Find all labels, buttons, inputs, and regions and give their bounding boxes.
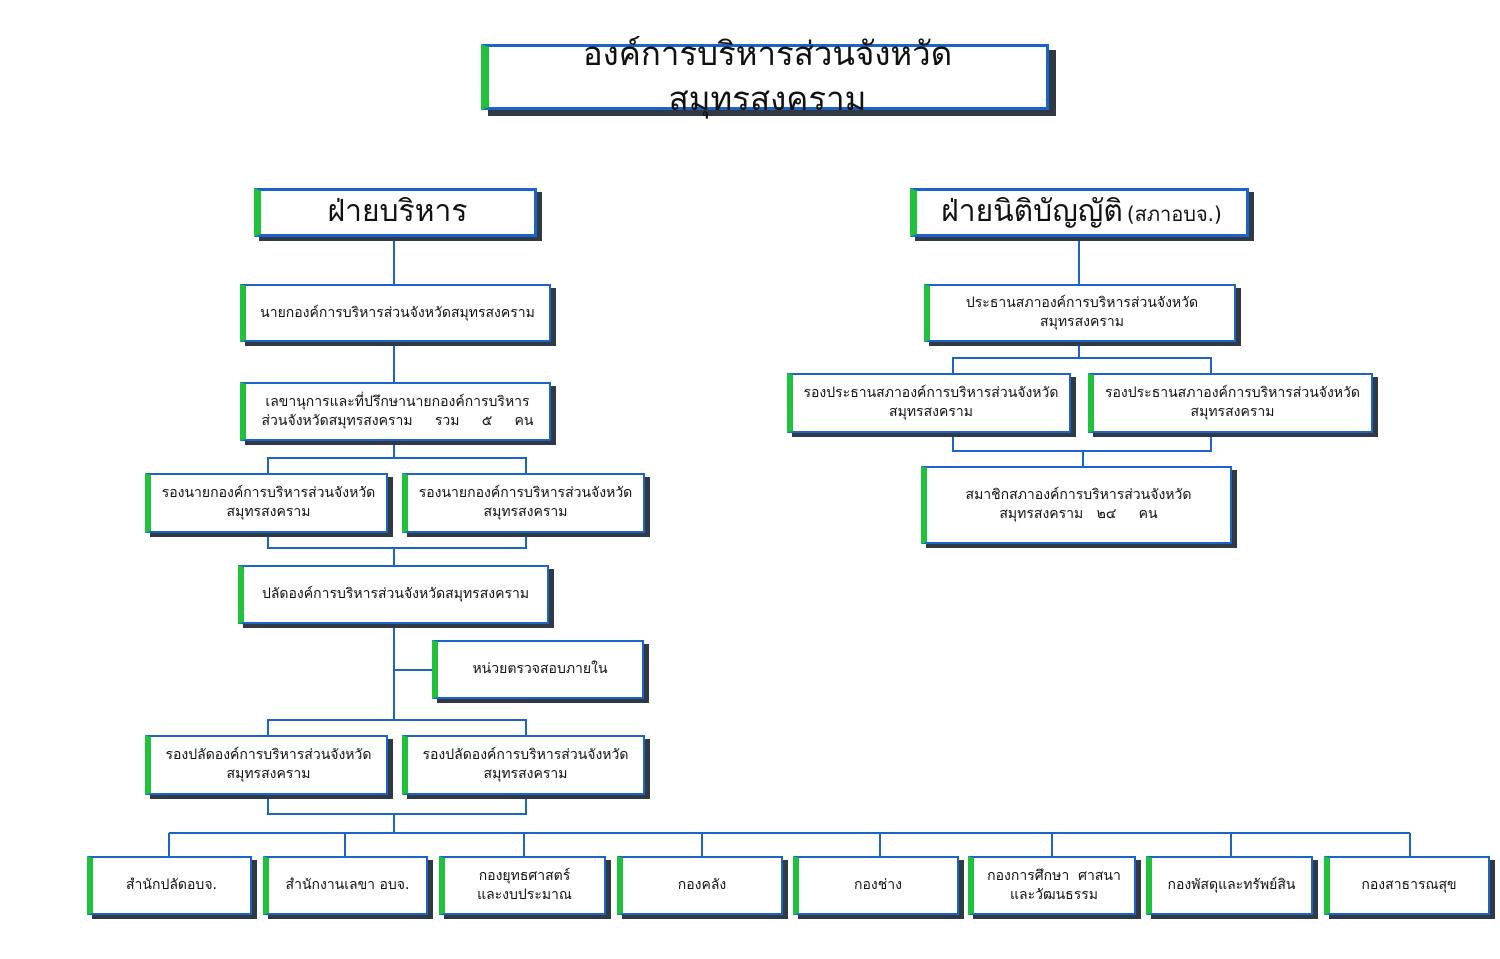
division-box-8: กองสาธารณสุข [1324,856,1490,915]
division-box-4: กองคลัง [617,856,783,915]
members-line-2: สมุทรสงคราม ๒๔ คน [999,506,1158,522]
legislative-header-wrap: ฝ่ายนิติบัญญัติ (สภาอบจ.) [941,192,1222,233]
secretaries-line-1: เลขานุการและที่ปรึกษานายกองค์การบริหาร [265,393,530,410]
chairman-line-2: สมุทรสงคราม [1040,314,1124,330]
vice-chairman-1-line-1: รองประธานสภาองค์การบริหารส่วนจังหวัด [803,385,1059,402]
president-text: นายกองค์การบริหารส่วนจังหวัดสมุทรสงคราม [260,304,535,321]
deputy-chief-admin-1-line-2: สมุทรสงคราม [226,766,311,782]
legislative-branch-header: ฝ่ายนิติบัญญัติ (สภาอบจ.) [910,188,1249,237]
division-box-5: กองช่าง [793,856,959,915]
internal-audit-text: หน่วยตรวจสอบภายใน [472,661,608,678]
page-title-text: องค์การบริหารส่วนจังหวัดสมุทรสงคราม [582,34,953,118]
division-7-label: กองพัสดุและทรัพย์สิน [1167,877,1296,894]
division-box-6: กองการศึกษา ศาสนา และวัฒนธรรม [968,856,1136,915]
vice-chairman-1-line-2: สมุทรสงคราม [889,404,973,420]
vice-chairman-box-1: รองประธานสภาองค์การบริหารส่วนจังหวัด สมุ… [787,373,1071,433]
division-box-7: กองพัสดุและทรัพย์สิน [1146,856,1313,915]
chairman-line-1: ประธานสภาองค์การบริหารส่วนจังหวัด [965,295,1199,312]
vice-president-2-line-2: สมุทรสงคราม [483,504,568,520]
deputy-chief-admin-2-line-2: สมุทรสงคราม [483,766,568,782]
division-2-label: สำนักงานเลขา อบจ. [285,877,410,894]
division-box-1: สำนักปลัดอบจ. [87,856,252,915]
chief-admin-text: ปลัดองค์การบริหารส่วนจังหวัดสมุทรสงคราม [261,586,530,603]
vice-chairman-2-line-2: สมุทรสงคราม [1190,404,1275,420]
members-box: สมาชิกสภาองค์การบริหารส่วนจังหวัด สมุทรส… [921,466,1232,544]
division-5-label: กองช่าง [854,877,902,894]
vice-president-1-line-2: สมุทรสงคราม [226,504,311,520]
vice-president-2-line-1: รองนายกองค์การบริหารส่วนจังหวัด [418,485,633,502]
division-3-line-1: กองยุทธศาสตร์ [478,867,571,884]
president-box: นายกองค์การบริหารส่วนจังหวัดสมุทรสงคราม [240,284,551,342]
chairman-box: ประธานสภาองค์การบริหารส่วนจังหวัด สมุทรส… [924,284,1236,342]
division-6-line-1: กองการศึกษา ศาสนา [987,867,1121,884]
executive-branch-header-text: ฝ่ายบริหาร [327,194,468,230]
deputy-chief-admin-1-line-1: รองปลัดองค์การบริหารส่วนจังหวัด [165,747,372,764]
vice-president-box-2: รองนายกองค์การบริหารส่วนจังหวัด สมุทรสงค… [402,473,645,533]
deputy-chief-admin-box-2: รองปลัดองค์การบริหารส่วนจังหวัด สมุทรสงค… [402,735,645,795]
internal-audit-box: หน่วยตรวจสอบภายใน [432,640,644,699]
division-6-line-2: และวัฒนธรรม [1009,886,1098,903]
division-1-label: สำนักปลัดอบจ. [126,877,217,894]
vice-chairman-2-line-1: รองประธานสภาองค์การบริหารส่วนจังหวัด [1105,385,1360,402]
vice-president-box-1: รองนายกองค์การบริหารส่วนจังหวัด สมุทรสงค… [145,473,388,533]
legislative-branch-header-text: ฝ่ายนิติบัญญัติ [941,194,1123,230]
division-8-label: กองสาธารณสุข [1361,877,1457,894]
secretaries-box: เลขานุการและที่ปรึกษานายกองค์การบริหาร ส… [240,382,551,441]
division-box-3: กองยุทธศาสตร์ และงบประมาณ [439,856,606,915]
members-line-1: สมาชิกสภาองค์การบริหารส่วนจังหวัด [965,487,1192,504]
deputy-chief-admin-box-1: รองปลัดองค์การบริหารส่วนจังหวัด สมุทรสงค… [145,735,388,795]
vice-chairman-box-2: รองประธานสภาองค์การบริหารส่วนจังหวัด สมุ… [1088,373,1373,433]
division-4-label: กองคลัง [677,877,727,894]
secretaries-line-2: ส่วนจังหวัดสมุทรสงคราม รวม ๕ คน [261,412,534,429]
deputy-chief-admin-2-line-1: รองปลัดองค์การบริหารส่วนจังหวัด [422,747,629,764]
chief-admin-box: ปลัดองค์การบริหารส่วนจังหวัดสมุทรสงคราม [238,565,549,624]
page-title: องค์การบริหารส่วนจังหวัดสมุทรสงคราม [481,34,1049,118]
legislative-branch-header-note: (สภาอบจ.) [1126,202,1222,227]
executive-branch-header: ฝ่ายบริหาร [254,188,537,237]
division-3-line-2: และงบประมาณ [477,886,572,903]
vice-president-1-line-1: รองนายกองค์การบริหารส่วนจังหวัด [161,485,376,502]
division-box-2: สำนักงานเลขา อบจ. [263,856,428,915]
